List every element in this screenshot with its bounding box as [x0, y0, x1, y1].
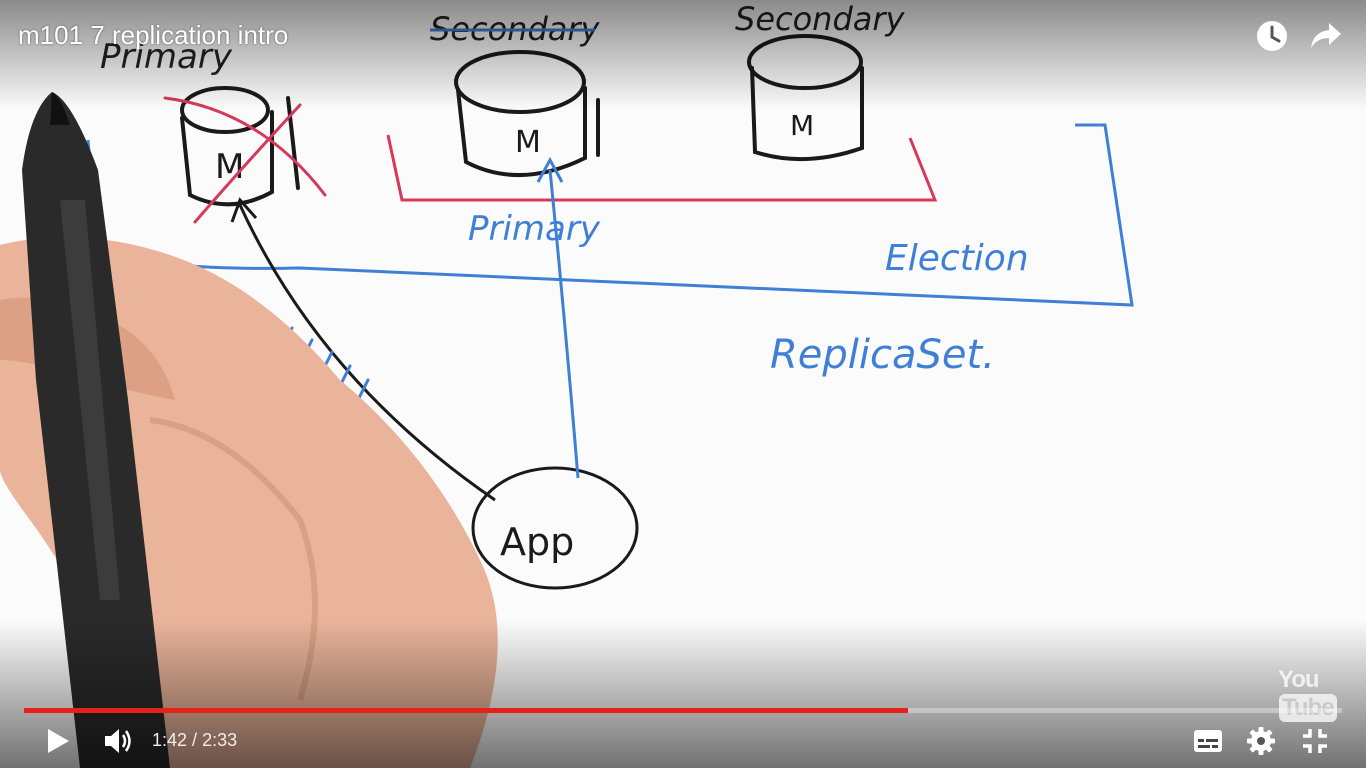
cross-out-mark — [163, 96, 327, 224]
subtitles-icon — [1194, 730, 1222, 752]
label-replica-set: ReplicaSet. — [770, 332, 995, 378]
duration: 2:33 — [202, 730, 238, 750]
db-primary-crossed — [180, 86, 300, 207]
gear-icon — [1247, 727, 1275, 755]
play-icon — [48, 729, 69, 753]
time-display: 1:42/2:33 — [152, 730, 238, 750]
settings-button[interactable] — [1241, 722, 1281, 760]
app-circle — [471, 466, 639, 590]
label-new-primary: Primary — [468, 209, 601, 249]
watermark-tube: Tube — [1279, 694, 1337, 722]
exit-fullscreen-button[interactable] — [1295, 722, 1335, 760]
share-button[interactable] — [1308, 18, 1344, 54]
db-secondary-1 — [454, 50, 600, 177]
pen — [22, 92, 170, 768]
video-title[interactable]: m101 7 replication intro — [18, 20, 289, 50]
label-election: Election — [885, 238, 1029, 279]
election-bracket — [386, 134, 938, 202]
db-secondary-1-m: M — [515, 125, 541, 160]
volume-icon — [105, 729, 131, 753]
volume-button[interactable] — [98, 722, 138, 760]
watch-later-button[interactable] — [1254, 18, 1290, 54]
label-secondary-2: Secondary — [735, 0, 906, 38]
label-primary-top: Primary — [100, 37, 233, 77]
progress-played — [24, 708, 909, 713]
play-button[interactable] — [38, 722, 78, 760]
exit-fullscreen-icon — [1303, 729, 1327, 753]
progress-bar[interactable] — [24, 708, 1342, 713]
db-secondary-2 — [747, 34, 864, 162]
watermark-you: You — [1278, 666, 1320, 693]
arrow-app-to-primary — [548, 169, 580, 479]
share-arrow-icon — [1311, 23, 1341, 48]
arrow-app-to-old-primary — [238, 204, 496, 502]
label-app: App — [500, 520, 574, 564]
db-secondary-2-m: M — [790, 109, 814, 142]
youtube-watermark[interactable]: YouTube — [1278, 666, 1366, 722]
clock-icon — [1257, 21, 1287, 51]
subtitles-button[interactable] — [1188, 722, 1228, 760]
current-time: 1:42 — [152, 730, 188, 750]
